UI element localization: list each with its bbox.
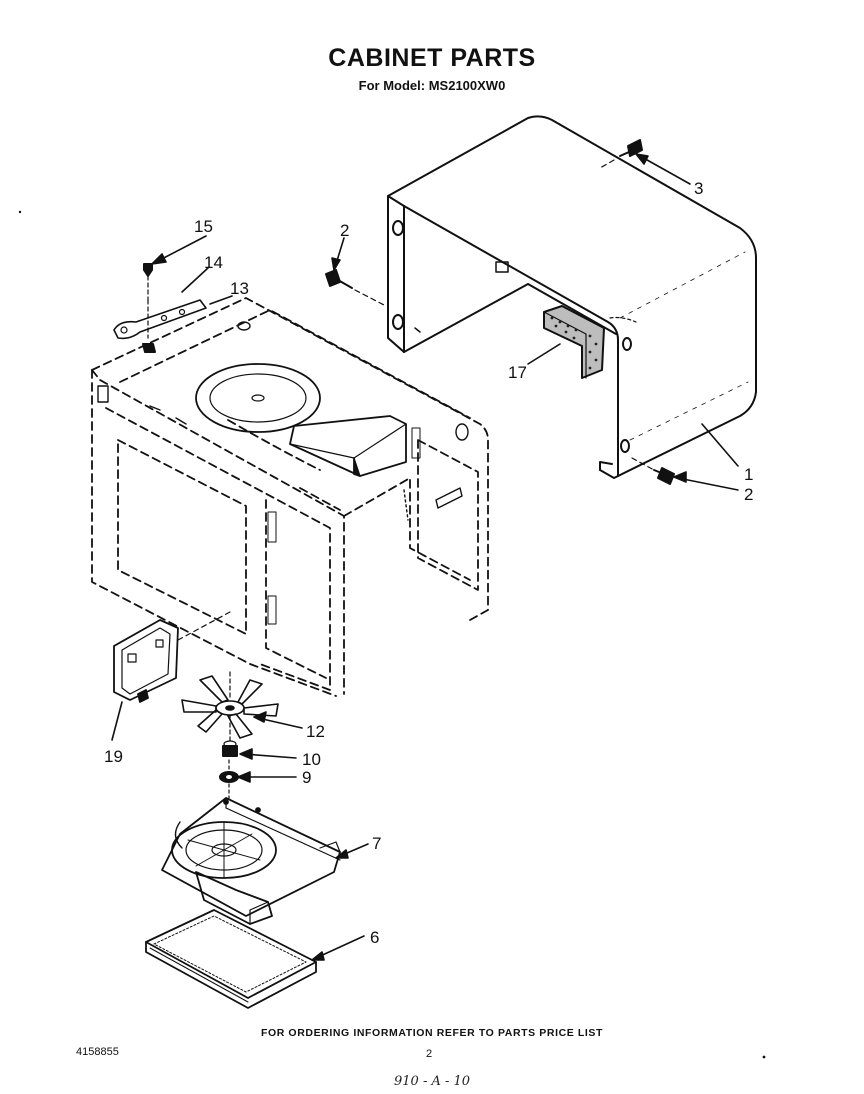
callout-15: 15 bbox=[194, 217, 213, 236]
callout-14: 14 bbox=[204, 253, 223, 272]
callout-7: 7 bbox=[372, 834, 381, 853]
chassis-details bbox=[97, 321, 469, 625]
callout-1: 1 bbox=[744, 465, 753, 484]
document-number: 4158855 bbox=[76, 1046, 119, 1058]
cabinet-wrapper bbox=[387, 115, 757, 479]
page-number: 2 bbox=[426, 1048, 433, 1060]
callout-labels: 1 2 2 3 6 7 9 10 12 13 14 15 17 19 bbox=[104, 179, 753, 947]
blower-assembly-part-7 bbox=[161, 797, 341, 925]
inner-chassis-dashed bbox=[91, 297, 489, 697]
stray-mark bbox=[762, 1055, 766, 1059]
filter-part-19 bbox=[113, 611, 231, 703]
ordering-note: FOR ORDERING INFORMATION REFER TO PARTS … bbox=[260, 1027, 604, 1039]
bushing-part-10 bbox=[222, 740, 238, 757]
stray-mark bbox=[18, 210, 22, 214]
screw-part-2-left bbox=[325, 269, 387, 307]
bottom-plate-part-6 bbox=[145, 909, 317, 1009]
callout-10: 10 bbox=[302, 750, 321, 769]
handwritten-note: 910 - A - 10 bbox=[394, 1074, 471, 1089]
latch-parts-13-14-15 bbox=[113, 263, 207, 353]
callout-9: 9 bbox=[302, 768, 311, 787]
screw-part-2-right bbox=[631, 457, 675, 485]
stirrer-fan-part-12 bbox=[181, 671, 279, 745]
washer-part-9 bbox=[219, 759, 239, 801]
callout-2-left: 2 bbox=[340, 221, 349, 240]
bracket-part-17 bbox=[543, 305, 605, 379]
page-title: CABINET PARTS bbox=[328, 44, 536, 72]
callout-6: 6 bbox=[370, 928, 379, 947]
callout-leaders bbox=[111, 153, 739, 961]
waveguide-top bbox=[195, 363, 407, 477]
callout-12: 12 bbox=[306, 722, 325, 741]
screw-part-3 bbox=[599, 139, 643, 169]
model-subtitle: For Model: MS2100XW0 bbox=[358, 78, 506, 93]
callout-2-right: 2 bbox=[744, 485, 753, 504]
callout-13: 13 bbox=[230, 279, 249, 298]
callout-3: 3 bbox=[694, 179, 703, 198]
callout-19: 19 bbox=[104, 747, 123, 766]
callout-17: 17 bbox=[508, 363, 527, 382]
